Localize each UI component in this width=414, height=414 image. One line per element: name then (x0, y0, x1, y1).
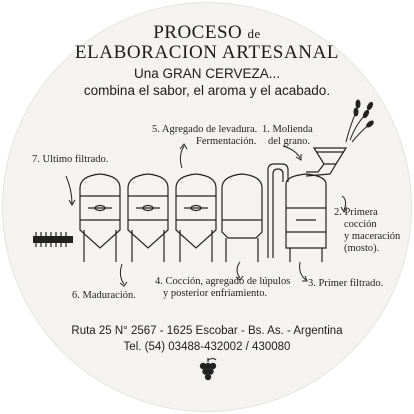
tank-4 (221, 173, 263, 262)
title-line-2: ELABORACION ARTESANAL (74, 42, 340, 63)
title-line-1: PROCESO de (153, 22, 261, 43)
phone-line: Tel. (54) 03488-432002 / 430080 (123, 341, 291, 353)
inlet-pipe (33, 232, 73, 247)
arrow-step-4 (236, 261, 241, 279)
arrow-step-2 (341, 195, 347, 211)
grape-logo-icon (199, 358, 217, 381)
arrow-step-1 (282, 145, 301, 159)
step-arrows (65, 143, 348, 287)
tank-1 (79, 173, 121, 262)
subtitle-line-1: Una GRAN CERVEZA... (133, 66, 281, 81)
connecting-pipe (267, 163, 289, 258)
tank-5 (285, 173, 327, 262)
step-5-label: 5. Agregado de levadura.Fermentación. (152, 124, 258, 147)
tank-2 (127, 173, 169, 262)
subtitle-line-2: combina el sabor, el aroma y el acabado. (83, 83, 331, 98)
wheat-icon (345, 99, 374, 143)
address-line: Ruta 25 N° 2567 - 1625 Escobar - Bs. As.… (71, 325, 343, 337)
tank-3 (175, 173, 217, 262)
arrow-step-6 (119, 263, 125, 285)
step-6-label: 6. Maduración. (72, 290, 136, 301)
arrow-step-3 (299, 261, 307, 281)
step-3-label: 3. Primer filtrado. (308, 278, 384, 289)
arrow-step-7 (65, 175, 73, 205)
grain-mill-hopper (305, 147, 348, 177)
arrow-step-5 (179, 145, 185, 169)
step-7-label: 7. Ultimo filtrado. (32, 154, 109, 165)
